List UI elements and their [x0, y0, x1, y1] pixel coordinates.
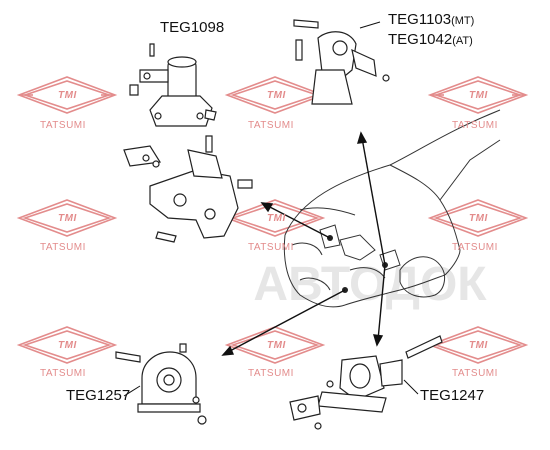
watermark-brand-text: TATSUMI [40, 368, 86, 379]
watermark-logo-text: TMI [58, 213, 77, 224]
car-body-outline [283, 109, 501, 308]
part-suffix-mt: (MT) [451, 15, 475, 27]
watermark-logo-bottom-right [427, 326, 529, 364]
watermark-logo-bottom-center [224, 326, 326, 364]
watermark-brand-text: TATSUMI [248, 242, 294, 253]
watermark-logo-text: TMI [469, 213, 488, 224]
part-number-teg1103: TEG1103 [388, 11, 452, 28]
watermark-brand-text: TATSUMI [248, 368, 294, 379]
part-teg1103-drawing [293, 19, 390, 105]
watermark-logo-text: TMI [58, 340, 77, 351]
part-teg1257-drawing [115, 343, 207, 425]
watermark-logo-mid-left [16, 199, 118, 237]
watermark-logo-bottom-left [16, 326, 118, 364]
watermark-logo-mid-right [427, 199, 529, 237]
part-label-teg1257: TEG1257 [66, 388, 130, 403]
watermark-logo-top-right [427, 76, 529, 114]
watermark-logo-text: TMI [469, 90, 488, 101]
part-teg1247-drawing [289, 335, 443, 430]
watermark-logo-text: TMI [267, 340, 286, 351]
part-label-teg1247: TEG1247 [420, 388, 484, 403]
label-leader-lines [123, 21, 419, 397]
watermark-logo-mid-center [224, 199, 326, 237]
part-label-teg1098: TEG1098 [160, 20, 224, 35]
watermark-brand-text: TATSUMI [452, 120, 498, 131]
pointer-arrows [221, 131, 386, 356]
watermark-logo-text: TMI [267, 90, 286, 101]
part-number-teg1098: TEG1098 [160, 19, 225, 36]
part-suffix-at: (AT) [452, 35, 473, 47]
watermark-logo-text: TMI [267, 213, 286, 224]
part-number-teg1247: TEG1247 [420, 387, 485, 404]
watermark-logo-text: TMI [469, 340, 488, 351]
part-label-teg1103: TEG1103(MT) [388, 12, 474, 27]
watermark-brand-text: TATSUMI [40, 242, 86, 253]
watermark-brand-text: TATSUMI [452, 368, 498, 379]
engine-bracket-drawing [123, 135, 253, 243]
part-label-teg1042: TEG1042(AT) [388, 32, 473, 47]
part-number-teg1042: TEG1042 [388, 31, 453, 48]
watermark-brand-text: TATSUMI [452, 242, 498, 253]
watermark-brand-text: TATSUMI [40, 120, 86, 131]
part-number-teg1257: TEG1257 [66, 387, 131, 404]
watermark-brand-text: TATSUMI [248, 120, 294, 131]
watermark-logo-top-left [16, 76, 118, 114]
watermark-logo-text: TMI [58, 90, 77, 101]
part-teg1098-drawing [129, 43, 217, 127]
